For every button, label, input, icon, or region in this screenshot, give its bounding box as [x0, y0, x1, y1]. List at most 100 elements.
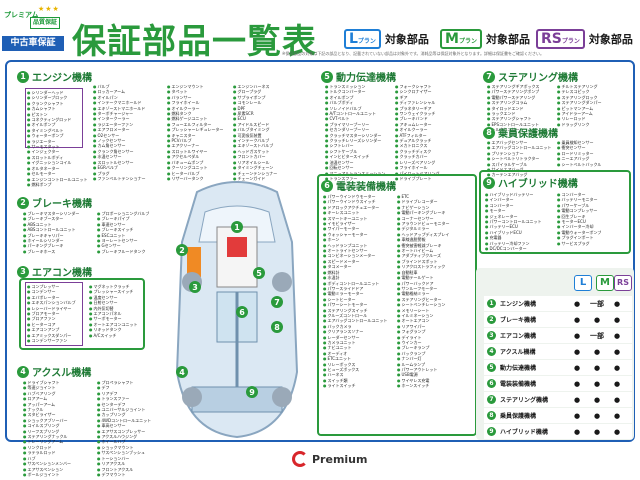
- part-item: スロットルボディ: [27, 155, 88, 160]
- coverage-row-label: エアコン機構: [500, 333, 537, 340]
- section-title-text: エアコン機構: [32, 268, 92, 279]
- part-item: ワイパーモーター: [323, 226, 387, 231]
- part-item: ステアリングヒーター: [397, 297, 450, 302]
- coverage-cell-l: ●: [573, 315, 581, 324]
- part-item: 水温センサー: [93, 154, 146, 159]
- part-item: トランスミッション: [325, 84, 385, 89]
- part-item: 電動パーキングブレーキ: [397, 210, 450, 215]
- part-item: エアバッグコントロールユニット: [487, 145, 552, 150]
- part-item: フライホイール: [167, 100, 223, 105]
- part-item: インバーター冷却: [557, 224, 601, 229]
- part-item: プラグインポート: [557, 235, 601, 240]
- part-item: タコメーター: [323, 264, 387, 269]
- coverage-cell-m: ●: [593, 395, 601, 404]
- engine-list-c: エンジンマウントタペットバランサーフライホイールオイルクーラー燃料タンク燃料ゲー…: [167, 84, 224, 181]
- part-item: オイルポンプ: [27, 122, 88, 127]
- part-item: 可変吸気装置: [233, 133, 277, 138]
- ac-box: [19, 278, 145, 350]
- axle-list-a: ドライブシャフト等速ジョイントハブベアリングロアアームアッパーアームナックルスタ…: [23, 380, 72, 477]
- part-item: コイルスプリング: [23, 423, 71, 428]
- part-item: ABSユニット: [23, 222, 79, 227]
- part-item: クランク角センサー: [93, 149, 146, 154]
- axle-list-b: プロペラシャフトデフリアデフトランスファーセンターデフユニバーサルジョイントカッ…: [97, 380, 152, 477]
- part-item: フォークシャフト: [395, 84, 440, 89]
- part-item: サスペンションメンバー: [23, 461, 72, 466]
- part-item: サスペンションブッシュ: [97, 450, 151, 455]
- part-item: 4WDコントロールユニット: [97, 418, 152, 423]
- part-item: シリンダーヘッド: [27, 90, 88, 95]
- part-item: バランサー: [167, 95, 223, 100]
- part-item: インテークバルブ: [233, 138, 277, 143]
- steering-list-b: チルトステアリングテレスコピックステアリングロックステアリングダンパーピットマン…: [557, 84, 602, 127]
- part-item: オートライトセンサー: [323, 248, 387, 253]
- part-item: エンジンハーネス: [233, 84, 277, 89]
- part-item: メモリーシート: [397, 308, 450, 313]
- part-item: ステアリングナックル: [23, 434, 71, 439]
- part-item: 等速ジョイント: [23, 385, 71, 390]
- part-item: クランクシャフト: [27, 101, 88, 106]
- part-item: ECU: [233, 116, 277, 121]
- part-item: プレッシャーレギュレーター: [167, 127, 224, 132]
- part-item: CVTベルト: [325, 116, 385, 121]
- ac-list-a: コンプレッサーコンデンサーエバポレーターエキスパンションバルブレシーバードライヤ…: [27, 284, 76, 343]
- part-item: リレーロッド: [557, 116, 602, 121]
- coverage-row-number: 2: [487, 315, 496, 324]
- part-item: スロットルセンサー: [93, 160, 146, 165]
- part-item: エアバッグコントロールユニット: [323, 318, 388, 323]
- part-item: ウォッシャーモーター: [323, 232, 387, 237]
- section-title-text: 電装装備機構: [336, 182, 396, 193]
- part-item: PCVバルブ: [167, 138, 223, 143]
- part-item: O2センサー: [93, 133, 146, 138]
- car-label-2: 2: [179, 246, 185, 255]
- part-item: エアサスペンション: [23, 467, 71, 472]
- part-item: インジェクター: [27, 149, 88, 154]
- part-item: トランスファー: [325, 176, 385, 181]
- part-item: A/Cスイッチ: [89, 333, 138, 338]
- plan-rs: RSプラン 対象部品: [536, 28, 633, 50]
- part-item: シフトレバー: [325, 143, 385, 148]
- car-label-1: 1: [234, 223, 240, 232]
- part-item: 日射センサー: [89, 300, 138, 305]
- part-item: コーナーセンサー: [397, 216, 450, 221]
- engine-list-d: エンジンハーネスグロープラグサプライポンプコモンレールDPF尿素SCRECUアイ…: [233, 84, 278, 181]
- part-item: クリアランスソナー: [323, 329, 387, 334]
- part-item: ブレーキホース: [23, 249, 79, 254]
- part-item: スパイラルケーブル: [487, 162, 551, 167]
- part-item: リーフスプリング: [23, 429, 71, 434]
- part-item: リアクロストラフィック: [397, 264, 450, 269]
- part-item: シートベンチレーション: [397, 302, 450, 307]
- part-item: ヘッドランプユニット: [323, 243, 387, 248]
- part-item: ナビユニット: [323, 345, 387, 350]
- part-item: トランスファー: [97, 396, 151, 401]
- part-item: スタビライザー: [23, 412, 71, 417]
- coverage-row-number: 1: [487, 299, 496, 308]
- part-item: ヒーターコア: [27, 322, 76, 327]
- footer-logo: Premium: [292, 451, 367, 467]
- part-item: パーキングブレーキ: [23, 243, 79, 248]
- part-item: ラテラルロッド: [23, 450, 71, 455]
- part-item: リアワイパー: [397, 324, 450, 329]
- engine-list-b: バルブロッカーアームオイルパンインテークマニホールドエキゾーストマニホールドター…: [93, 84, 146, 181]
- part-item: キーレスユニット: [323, 210, 387, 215]
- part-item: 回転センサー: [325, 165, 385, 170]
- part-item: ワイヤレス充電: [397, 378, 450, 383]
- drivetrain-list-b: フォークシャフトシンクロナイザーギアディファレンシャルプラネタリーギアワンウェイ…: [395, 84, 440, 181]
- coverage-cell-rs: ●: [613, 411, 621, 420]
- part-item: ファンベルトテンショナー: [93, 176, 146, 181]
- part-item: コンビネーションメーター: [323, 253, 387, 258]
- part-item: ブレーキバンド: [395, 116, 440, 121]
- part-item: アッパーアーム: [23, 402, 71, 407]
- part-item: カム角センサー: [93, 143, 146, 148]
- part-item: パワーコントロールユニット: [485, 219, 542, 224]
- part-item: ナビゲーション: [397, 205, 450, 210]
- part-item: エキスパンションバルブ: [27, 300, 76, 305]
- part-item: キャニスター: [167, 133, 223, 138]
- part-item: 尿素SCR: [233, 111, 277, 116]
- part-item: ピットマンアーム: [557, 106, 602, 111]
- part-item: ホイールハブ: [97, 439, 151, 444]
